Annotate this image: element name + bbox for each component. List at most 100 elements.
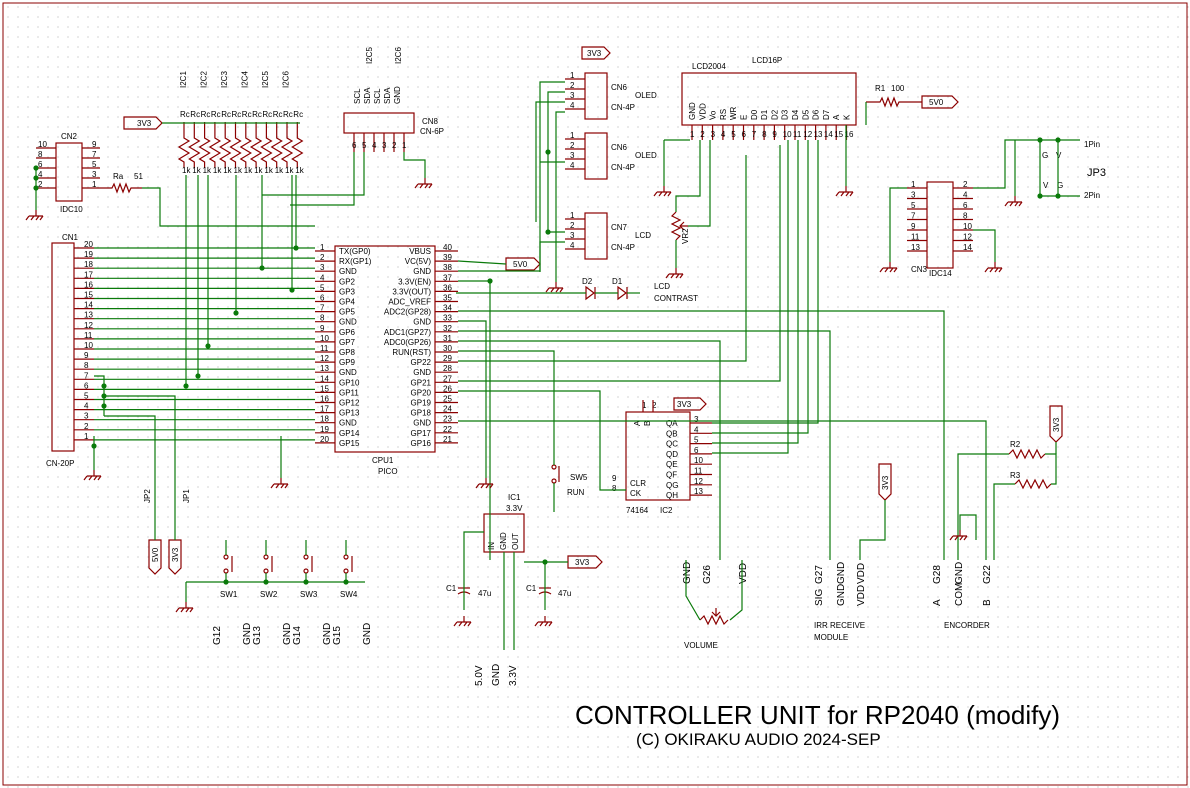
wire — [688, 140, 711, 227]
wire — [957, 453, 1009, 560]
rc-resistor — [249, 122, 263, 168]
lcd-value: LCD16P — [752, 56, 782, 65]
pico-pin-name: ADC_VREF — [388, 298, 431, 307]
junction-dot — [233, 310, 239, 316]
pico-pin-number: 35 — [443, 294, 452, 303]
lcd-signal: VDD — [698, 103, 707, 120]
lcd-signal: D0 — [750, 109, 759, 120]
wire — [458, 81, 565, 272]
ext-sig-label: GND — [836, 584, 847, 606]
cn8-pin-number: 4 — [372, 141, 377, 150]
wire — [685, 560, 701, 621]
cn1-ref: CN1 — [62, 233, 79, 242]
pico-pin-name: GP21 — [411, 378, 432, 387]
ic2-pin-number: 8 — [612, 484, 617, 493]
power-tag-3v3-top: 3V3 — [581, 46, 611, 60]
rc-label: Rc — [211, 110, 221, 119]
wire — [712, 140, 799, 444]
pico-pin-number: 7 — [320, 304, 325, 313]
lcd-pin-number: 5 — [731, 130, 736, 139]
rc-value: 1k — [264, 166, 273, 175]
pico-pin-name: GP12 — [339, 399, 360, 408]
wire — [458, 320, 487, 478]
switch-contact — [343, 554, 349, 560]
rc-resistor — [198, 122, 211, 168]
pico-pin-name: RUN(RST) — [392, 348, 431, 357]
rc-resistor — [260, 122, 273, 168]
lcd-signal: D1 — [760, 109, 769, 120]
ground-symbol — [835, 186, 854, 197]
junction-dot — [223, 579, 229, 585]
pico-pin-number: 29 — [443, 354, 452, 363]
junction-dot — [545, 229, 551, 235]
switch-contact — [223, 568, 229, 574]
ext-pin-label: GND — [682, 562, 693, 584]
ic2-value: 74164 — [626, 506, 649, 515]
rc-label: Rc — [180, 110, 190, 119]
cn3-value: IDC14 — [929, 269, 952, 278]
cn4-pin-number: 2 — [570, 141, 575, 150]
pico-pin-name: GP7 — [339, 338, 356, 347]
ic2-pin-name: QC — [666, 440, 678, 449]
pico-pin-number: 30 — [443, 344, 452, 353]
wire — [973, 139, 1080, 189]
junction-dot — [101, 403, 107, 409]
cn3-pin-number: 3 — [911, 191, 916, 200]
cn2-pin-number: 4 — [38, 170, 43, 179]
switch-gnd-label: GND — [242, 623, 253, 645]
ground-symbol — [1004, 196, 1023, 207]
pico-pin-name: ADC0(GP26) — [384, 338, 431, 347]
ic2-input: B — [643, 421, 652, 426]
lcd-signal: WR — [729, 106, 738, 120]
junction-dot — [1055, 193, 1061, 199]
rc-resistor — [239, 122, 252, 168]
pico-pin-number: 15 — [320, 384, 329, 393]
rc-resistor — [280, 122, 294, 168]
jp3-g: G — [1042, 151, 1048, 160]
cn3-pin-number: 7 — [911, 212, 916, 221]
wire — [458, 390, 626, 491]
lcd-pin-number: 14 — [824, 130, 833, 139]
pico-pin-number: 22 — [443, 425, 452, 434]
wire — [1045, 453, 1057, 485]
cn8-body — [343, 112, 415, 134]
ic2-input: A — [633, 420, 642, 426]
rc-label: Rc — [201, 110, 211, 119]
junction-dot — [33, 165, 39, 171]
ic1-ref: IC1 — [508, 493, 521, 502]
lcd-pin-number: 3 — [711, 130, 716, 139]
cn1-pin-number: 17 — [84, 270, 93, 279]
cn8-ref: CN8 — [422, 117, 439, 126]
rc-value: 1k — [285, 166, 294, 175]
jp1-label: JP1 — [182, 489, 191, 503]
lcd-signal: K — [843, 114, 852, 120]
wire — [973, 229, 996, 262]
cn8-pin-number: 2 — [392, 141, 397, 150]
wire — [959, 514, 977, 540]
power-tag-3v3-enc: 3V3 — [1049, 405, 1063, 443]
junction-dot — [101, 383, 107, 389]
pico-pin-number: 31 — [443, 334, 452, 343]
switch-contact — [303, 554, 309, 560]
rc-resistor — [291, 122, 304, 168]
pico-pin-number: 28 — [443, 364, 452, 373]
wire — [712, 140, 809, 434]
junction-dot — [33, 175, 39, 181]
pico-pin-name: GP8 — [339, 348, 356, 357]
pico-pin-number: 10 — [320, 334, 329, 343]
capacitor-c1b: C1 47u — [526, 584, 571, 598]
rc-label: Rc — [221, 110, 231, 119]
cn3-pin-number: 2 — [963, 180, 968, 189]
cn4-pin-number: 4 — [570, 161, 575, 170]
pico-pin-number: 27 — [443, 374, 452, 383]
power-tag-3v3-ic2-label: 3V3 — [677, 400, 692, 409]
cn8-signal: GND — [393, 86, 402, 104]
lcd-pin-number: 6 — [742, 130, 747, 139]
pico-pin-number: 20 — [320, 435, 329, 444]
switch-ref: SW4 — [340, 590, 358, 599]
jp3-jumper: JP3 1Pin 2Pin G V V G — [1042, 140, 1106, 200]
pico-pin-name: GP20 — [411, 388, 432, 397]
pico-pin-number: 36 — [443, 283, 452, 292]
ic2-ck: CK — [630, 489, 642, 498]
